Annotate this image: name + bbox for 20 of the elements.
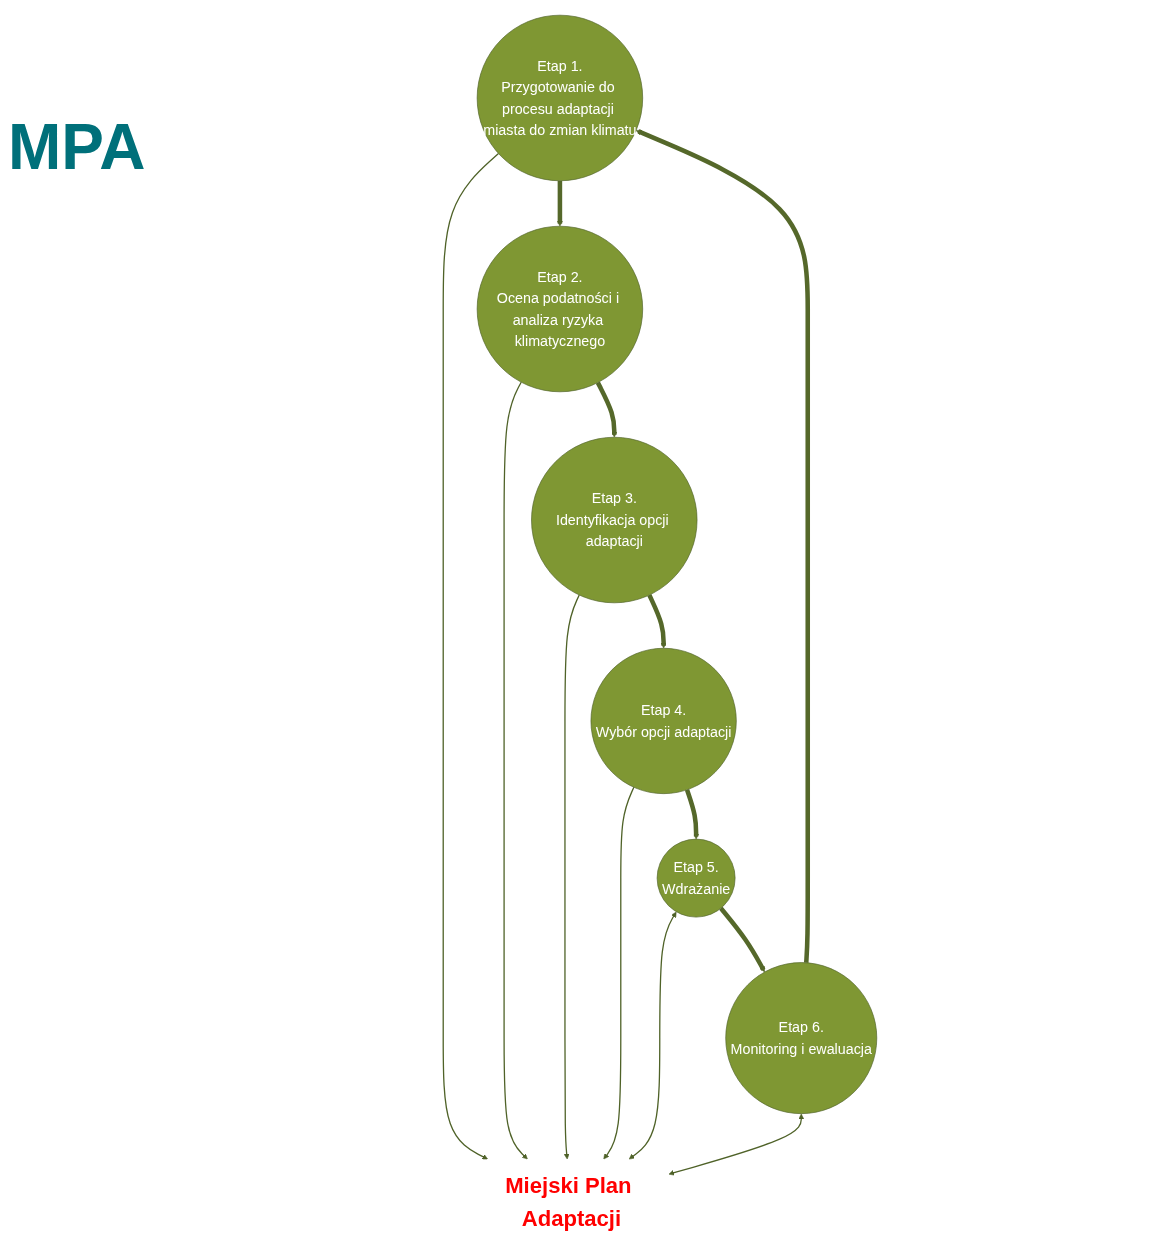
arrow [603,786,635,1160]
node-circle: Etap 1. Przygotowanie do procesu adaptacji miasta do zmian klimatu [476,14,644,182]
arrow [503,381,528,1160]
arrow [595,381,618,438]
arrow [563,594,580,1160]
arrow [647,594,667,649]
arrow [668,1113,805,1176]
arrow [557,180,563,227]
node-circle: Etap 4. Wybór opcji adaptacji [590,647,737,794]
node-circle: Etap 2. Ocena podatności i analiza ryzyka klimatycznego [476,225,644,393]
arrow [719,906,766,973]
title: MPA [8,110,146,184]
arrow [442,152,500,1160]
node-circle: Etap 6. Monitoring i ewaluacja [725,962,878,1114]
arrow [684,789,699,840]
arrow [635,129,810,963]
arrow [628,911,677,1160]
node-text: Miejski Plan Adaptacji [505,1172,632,1231]
node-circle: Etap 3. Identyfikacja opcji adaptacji [531,436,698,604]
node-circle: Etap 5. Wdrażanie [656,838,736,918]
